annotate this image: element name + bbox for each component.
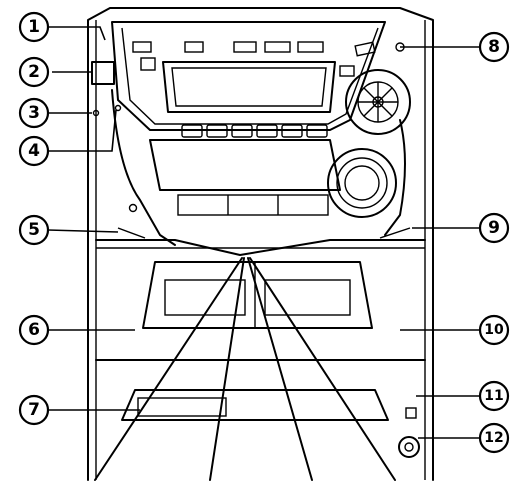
callout-9: 9 <box>478 212 510 244</box>
top-button-3 <box>233 41 257 53</box>
jog-dial <box>345 69 411 135</box>
callout-12: 12 <box>478 422 510 454</box>
top-button-left <box>132 41 152 53</box>
display-inner <box>171 67 327 107</box>
volume-knob <box>327 148 397 218</box>
svg-text:9: 9 <box>488 218 500 238</box>
callout-5: 5 <box>18 214 50 246</box>
display-window <box>162 61 336 113</box>
callout-2: 2 <box>18 56 50 88</box>
callout-11: 11 <box>478 380 510 412</box>
cd-tray-center <box>142 261 373 329</box>
svg-text:10: 10 <box>484 322 504 338</box>
svg-text:7: 7 <box>28 400 40 420</box>
callout-4: 4 <box>18 135 50 167</box>
svg-text:5: 5 <box>28 220 40 240</box>
small-square-button <box>405 407 417 419</box>
front-ledge <box>95 239 426 256</box>
callout-3: 3 <box>18 97 50 129</box>
stand-legs <box>94 257 396 481</box>
top-control-panel <box>111 21 386 131</box>
side-button-left <box>140 57 156 71</box>
svg-text:1: 1 <box>28 17 40 37</box>
callout-7: 7 <box>18 394 50 426</box>
top-panel-inner-bevel <box>121 27 379 125</box>
cd-window-left <box>164 279 246 316</box>
side-button-right <box>339 65 355 77</box>
small-indicator-hole <box>128 203 138 213</box>
callout-8: 8 <box>478 31 510 63</box>
svg-text:3: 3 <box>28 103 40 123</box>
callout-10: 10 <box>478 314 510 346</box>
top-button-4 <box>264 41 291 53</box>
cassette-deck <box>149 139 341 191</box>
svg-text:4: 4 <box>28 141 40 161</box>
bottom-slot-left <box>137 397 227 417</box>
top-button-right <box>354 41 376 57</box>
top-button-2 <box>184 41 204 53</box>
svg-text:12: 12 <box>484 430 503 446</box>
right-housing-curve <box>384 119 406 236</box>
top-button-5 <box>297 41 324 53</box>
headphone-jack <box>398 436 420 458</box>
power-button-square <box>91 61 115 85</box>
left-housing-curve <box>111 89 176 246</box>
transport-buttons <box>181 124 328 138</box>
callout-1: 1 <box>18 11 50 43</box>
svg-text:11: 11 <box>484 388 503 404</box>
cd-window-right <box>264 279 351 316</box>
svg-text:6: 6 <box>28 320 40 340</box>
callout-6: 6 <box>18 314 50 346</box>
leader-lines <box>47 26 480 439</box>
svg-text:2: 2 <box>28 62 40 82</box>
cabinet-outline <box>87 7 434 481</box>
cassette-tray-door <box>177 194 329 216</box>
svg-text:8: 8 <box>488 37 500 57</box>
